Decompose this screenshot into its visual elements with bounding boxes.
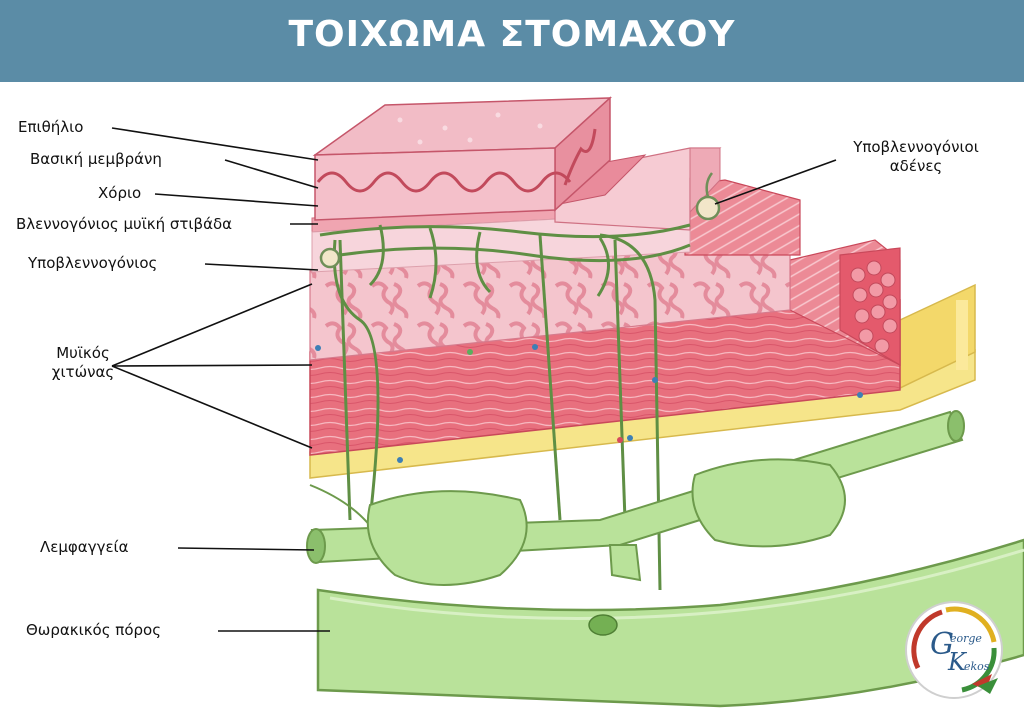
label-muscular-coat-line1: Μυϊκός xyxy=(56,344,110,362)
leader-lines xyxy=(111,127,837,632)
label-muscular-coat: Μυϊκός χιτώνας xyxy=(40,344,126,382)
label-muscular-coat-line2: χιτώνας xyxy=(51,363,115,381)
vessel-network xyxy=(319,223,691,591)
label-submucosal-glands: Υποβλεννογόνιοι αδένες xyxy=(836,138,996,176)
label-epithelium: Επιθήλιο xyxy=(18,118,84,136)
logo-initial-k: K xyxy=(947,648,968,676)
logo-text-top: eorge xyxy=(950,632,982,645)
label-submucosal-glands-line1: Υποβλεννογόνιοι xyxy=(853,138,979,156)
lymph-nodes xyxy=(366,458,846,586)
title-banner: ΤΟΙΧΩΜΑ ΣΤΟΜΑΧΟΥ xyxy=(0,0,1024,82)
label-basement-membrane: Βασική μεμβράνη xyxy=(30,150,162,168)
epithelium-block xyxy=(312,96,613,221)
label-muscularis-mucosae: Βλεννογόνιος μυϊκή στιβάδα xyxy=(16,215,233,233)
label-submucosal-glands-line2: αδένες xyxy=(889,157,943,175)
author-logo: G eorge K ekos xyxy=(905,601,1003,699)
page-title: ΤΟΙΧΩΜΑ ΣΤΟΜΑΧΟΥ xyxy=(288,14,736,55)
label-lymphatics: Λεμφαγγεία xyxy=(40,538,129,556)
logo-initial-g: G xyxy=(930,627,954,662)
gland-coils xyxy=(319,172,721,269)
cell-dots xyxy=(315,344,863,463)
logo-text-bottom: ekos xyxy=(964,660,990,673)
label-submucosa: Υποβλεννογόνιος xyxy=(28,254,158,272)
thoracic-duct-vessel xyxy=(316,538,1024,708)
label-thoracic-duct: Θωρακικός πόρος xyxy=(26,621,161,639)
label-chorion: Χόριο xyxy=(98,184,142,202)
muscular-coat-layer xyxy=(309,239,901,456)
chorion-block xyxy=(553,147,722,231)
